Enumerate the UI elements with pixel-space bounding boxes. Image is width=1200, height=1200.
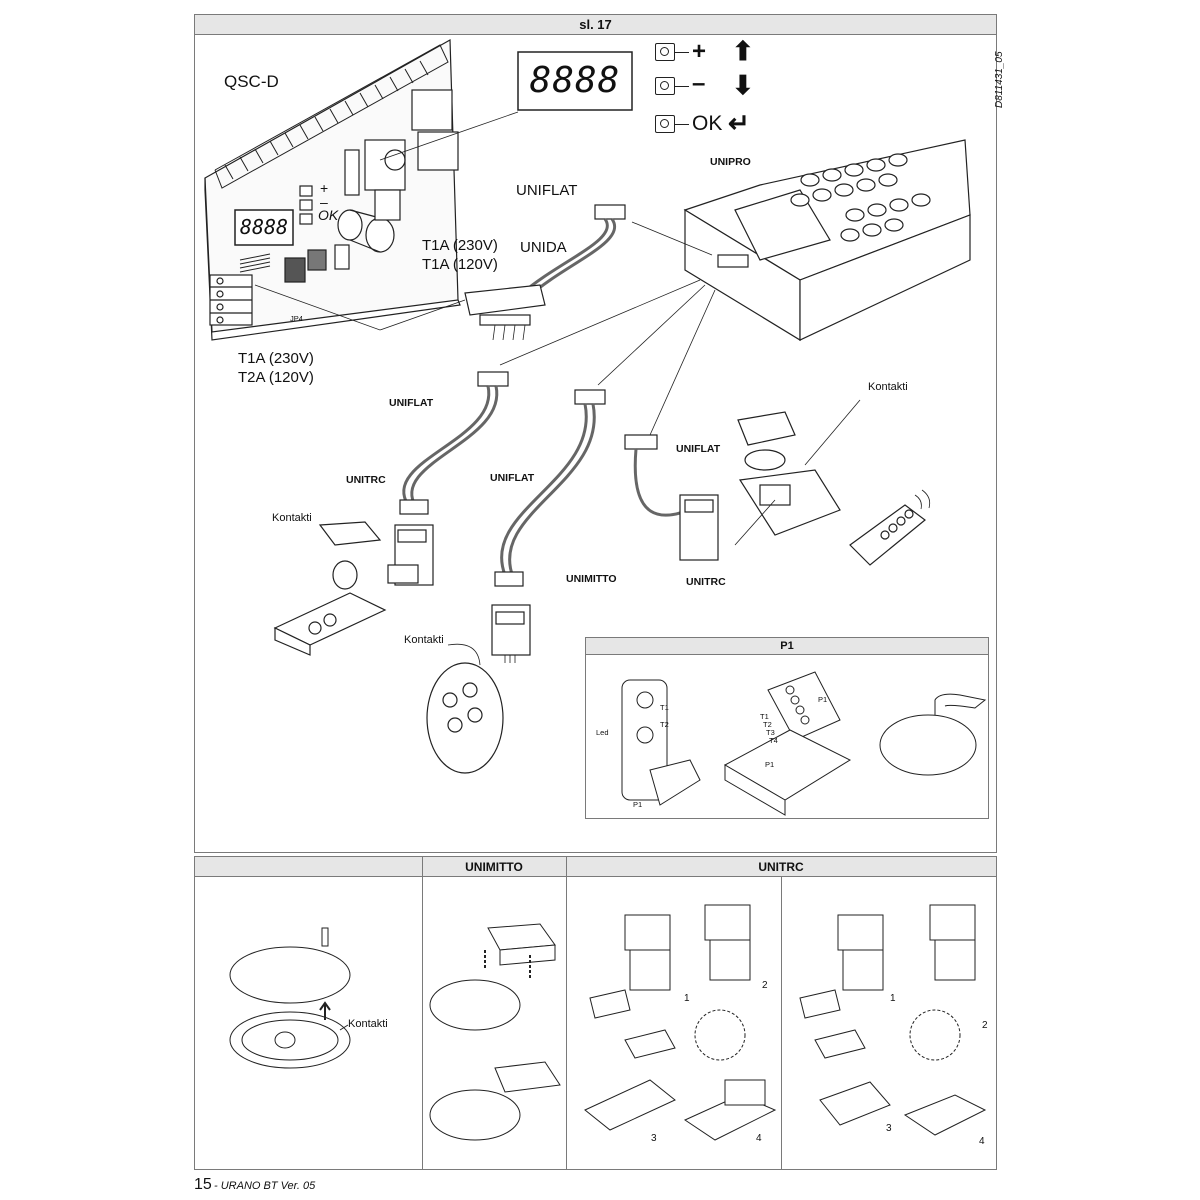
board-minus-label: – — [320, 194, 328, 210]
board-ok-label: OK — [318, 207, 339, 223]
p1-t2-label: T2 — [660, 720, 669, 729]
unimitto-label: UNIMITTO — [566, 573, 617, 585]
col-divider-1 — [422, 857, 423, 1169]
arrow-up-icon: ⬆ — [732, 36, 754, 66]
enter-arrow-icon: ↵ — [728, 108, 750, 138]
step-a-2: 2 — [762, 980, 768, 991]
kontakti-label-3: Kontakti — [868, 381, 908, 393]
page-title: sl. 17 — [195, 15, 996, 35]
p1-label-a: P1 — [633, 800, 643, 809]
kontakti-label-2: Kontakti — [404, 634, 444, 646]
minus-key-icon — [655, 77, 675, 95]
jp4-label: JP4 — [290, 314, 303, 323]
kontakti-label-1: Kontakti — [272, 512, 312, 524]
uniflat-label-2: UNIFLAT — [490, 472, 535, 484]
ok-key-connector — [675, 124, 689, 125]
fuse-power-label-1: T1A (230V) — [238, 350, 314, 367]
p1-t-label-2: T2 — [763, 720, 772, 729]
fuse-power-label-2: T2A (120V) — [238, 369, 314, 386]
main-frame — [194, 14, 997, 853]
unitrc-label-2: UNITRC — [686, 576, 726, 588]
p1-t-label-1: T1 — [760, 712, 769, 721]
p1-t-label-3: T3 — [766, 728, 775, 737]
unitrc-label-1: UNITRC — [346, 474, 386, 486]
fuse-motor-label-1: T1A (230V) — [422, 237, 498, 254]
unipro-label: UNIPRO — [710, 156, 751, 168]
step-a-4: 4 — [756, 1133, 762, 1144]
board-name: QSC-D — [224, 72, 279, 91]
bottom-kontakti-label: Kontakti — [348, 1018, 388, 1030]
footer-page-number: 15 — [194, 1176, 212, 1193]
plus-key-connector — [675, 52, 689, 53]
p1-led-label: Led — [596, 728, 609, 737]
uniflat-label-3: UNIFLAT — [676, 443, 721, 455]
arrow-down-icon: ⬇ — [732, 70, 754, 100]
bottom-table — [194, 856, 997, 1170]
board-display: 8888 — [239, 215, 289, 239]
step-b-3: 3 — [886, 1123, 892, 1134]
bottom-table-header — [195, 857, 996, 877]
uniflat-label-1: UNIFLAT — [389, 397, 434, 409]
step-a-1: 1 — [684, 993, 690, 1004]
p1-panel — [585, 637, 989, 819]
col-divider-2 — [566, 857, 567, 1169]
board-plus-label: + — [320, 180, 329, 196]
fuse-motor-label-2: T1A (120V) — [422, 256, 498, 273]
footer-doc-title: - URANO BT Ver. 05 — [214, 1180, 316, 1192]
minus-key-connector — [675, 86, 689, 87]
p1-t1-label: T1 — [660, 703, 669, 712]
p1-label-b: P1 — [765, 760, 775, 769]
ok-key-label: OK — [692, 112, 723, 135]
uniflat-top-label: UNIFLAT — [516, 182, 578, 199]
p1-t-label-4: T4 — [769, 736, 778, 745]
step-b-1: 1 — [890, 993, 896, 1004]
ok-key-icon — [655, 115, 675, 133]
minus-key-label: – — [692, 70, 706, 97]
unida-label: UNIDA — [520, 239, 567, 256]
plus-key-icon — [655, 43, 675, 61]
col-divider-3 — [781, 877, 782, 1169]
col3-title: UNITRC — [758, 860, 804, 874]
p1-panel-title: P1 — [586, 638, 988, 655]
big-display: 8888 — [529, 60, 621, 101]
step-b-2: 2 — [982, 1020, 988, 1031]
col2-title: UNIMITTO — [465, 860, 523, 874]
step-b-4: 4 — [979, 1136, 985, 1147]
step-a-3: 3 — [651, 1133, 657, 1144]
p1-label-c: P1 — [818, 695, 828, 704]
plus-key-label: + — [692, 38, 707, 65]
